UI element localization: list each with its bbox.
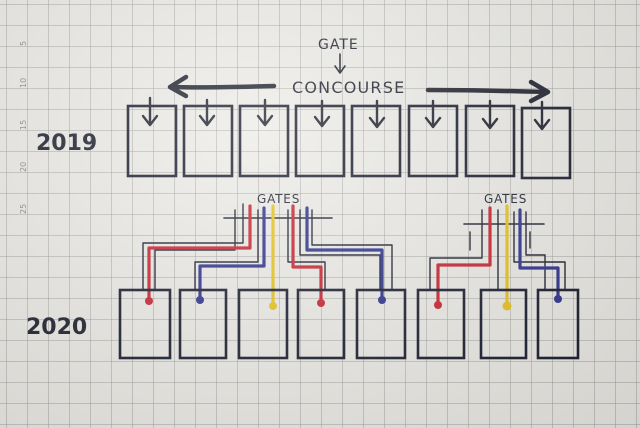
gate-box-2019	[294, 104, 346, 178]
connectors-right	[429, 204, 566, 311]
gates-left-label: GATES	[257, 192, 300, 206]
connector-dot-red	[434, 301, 442, 309]
gate-box-2020	[416, 288, 466, 360]
tick-label: 5	[19, 41, 28, 46]
tick-label: 15	[19, 120, 28, 130]
down-arrow-icon	[198, 98, 216, 127]
down-arrow-icon	[481, 99, 499, 130]
tick-label: 20	[19, 162, 28, 172]
concourse-left-arrow	[167, 74, 277, 99]
tick-label: 25	[19, 204, 28, 214]
gates-2019	[126, 104, 572, 180]
gate-label: GATE	[318, 37, 359, 53]
ruler-ticks: 5 10 15 20 25	[19, 41, 28, 214]
gate-box-2020	[118, 288, 172, 360]
down-arrow-icon	[368, 99, 386, 129]
gate-box-2020	[536, 288, 580, 360]
connector-dot-yellow	[502, 301, 512, 311]
security-bars	[223, 217, 545, 225]
gate-down-arrow	[334, 53, 346, 74]
down-arrow-icon	[533, 100, 551, 131]
down-arrow-icon	[141, 96, 159, 127]
gates-2020	[118, 288, 580, 360]
connector-dot-yellow	[269, 302, 277, 310]
gate-box-2020	[178, 288, 228, 360]
connector-dot-blue	[378, 296, 386, 304]
down-arrow-icon	[424, 99, 442, 129]
gate-box-2020	[296, 288, 346, 360]
gate-box-2019	[126, 104, 178, 178]
concourse-label: CONCOURSE	[292, 78, 405, 97]
connector-dot-blue	[554, 295, 562, 303]
gate-box-2020	[479, 288, 528, 360]
gate-entry-arrows-2019	[141, 96, 551, 131]
gate-box-2020	[237, 288, 289, 360]
tick-label: 10	[19, 78, 28, 88]
down-arrow-icon	[313, 99, 331, 128]
year-2020-label: 2020	[26, 315, 87, 340]
connector-dot-red	[317, 299, 325, 307]
gate-box-2019	[520, 106, 572, 180]
connectors-left	[142, 203, 393, 310]
connector-dot-red	[145, 297, 153, 305]
gate-box-2020	[355, 288, 407, 360]
down-arrow-icon	[256, 98, 274, 127]
concourse-right-arrow	[425, 79, 551, 104]
year-2019-label: 2019	[36, 131, 97, 156]
gates-right-label: GATES	[484, 192, 527, 206]
connector-dot-blue	[196, 296, 204, 304]
